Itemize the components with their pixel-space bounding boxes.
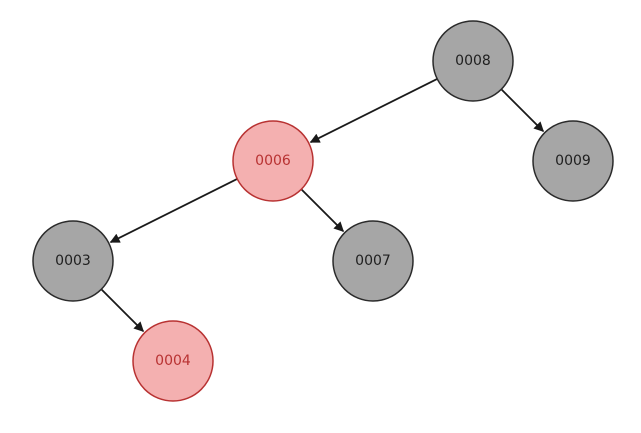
node-label: 0007 [355, 253, 391, 269]
edge-0008-to-0006 [309, 78, 438, 144]
tree-node-0004[interactable]: 0004 [132, 320, 214, 402]
node-label: 0006 [255, 153, 291, 169]
node-circle [432, 20, 514, 102]
nodes-group: 0008 0006 0009 0003 0007 0004 [32, 20, 614, 402]
edge-0006-to-0003 [109, 178, 238, 244]
node-circle [332, 220, 414, 302]
node-label: 0004 [155, 353, 191, 369]
node-label: 0003 [55, 253, 91, 269]
node-circle [32, 220, 114, 302]
edge-0008-to-0009 [500, 88, 545, 133]
tree-node-0009[interactable]: 0009 [532, 120, 614, 202]
node-label: 0009 [555, 153, 591, 169]
tree-node-0006[interactable]: 0006 [232, 120, 314, 202]
edge-0006-to-0007 [300, 188, 345, 233]
node-circle [532, 120, 614, 202]
node-circle [132, 320, 214, 402]
tree-node-0003[interactable]: 0003 [32, 220, 114, 302]
edge-0003-to-0004 [100, 288, 145, 333]
tree-node-0008[interactable]: 0008 [432, 20, 514, 102]
tree-node-0007[interactable]: 0007 [332, 220, 414, 302]
node-label: 0008 [455, 53, 491, 69]
node-circle [232, 120, 314, 202]
edges-group [100, 78, 545, 333]
